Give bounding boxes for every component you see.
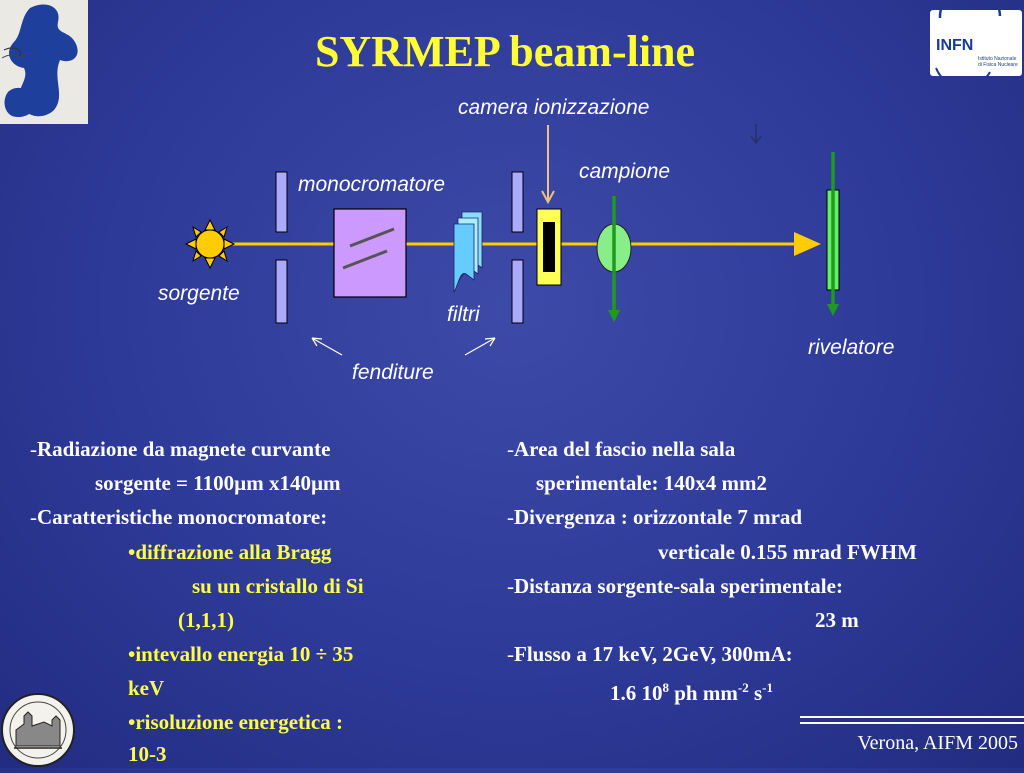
bullet-1-cont: su un cristallo di Si — [192, 574, 364, 598]
right-line-1: Area del fascio nella sala — [514, 437, 736, 461]
artwork-logo — [0, 0, 88, 124]
bullet-3: •risoluzione energetica : — [128, 710, 343, 734]
label-rivelatore: rivelatore — [808, 336, 895, 359]
slit-1-bottom — [275, 259, 288, 324]
left-line-3: Caratteristiche monocromatore: — [37, 505, 328, 529]
ionization-chamber-core — [543, 222, 555, 272]
fenditure-pointer-left — [311, 337, 343, 356]
right-line-1b: sperimentale: 140x4 mm2 — [536, 471, 767, 495]
infn-logo-sub1: Istituto Nazionale — [978, 56, 1017, 62]
left-line-1: Radiazione da magnete curvante — [37, 437, 331, 461]
bullet-2: •intevallo energia 10 ÷ 35 — [128, 642, 354, 666]
fenditure-pointer-right — [464, 337, 496, 356]
label-campione: campione — [579, 160, 671, 183]
infn-logo-sub2: di Fisica Nucleare — [978, 62, 1018, 68]
right-line-3: Distanza sorgente-sala sperimentale: — [514, 574, 843, 598]
left-line-2: sorgente = 1100µm x140µm — [95, 471, 341, 495]
infn-logo-text: INFN — [936, 37, 973, 54]
crystal-2 — [342, 249, 388, 270]
beamline-diagram — [184, 124, 840, 356]
label-fenditure: fenditure — [352, 361, 434, 384]
label-sorgente: sorgente — [158, 282, 240, 305]
bullet-3-cont: 10-3 — [128, 742, 167, 766]
slit-2-top — [511, 171, 524, 233]
footer-text: Verona, AIFM 2005 — [857, 732, 1018, 754]
bullet-1: •diffrazione alla Bragg — [128, 540, 332, 564]
bullet-1-cont-2: (1,1,1) — [178, 608, 234, 632]
bullet-2-cont: keV — [128, 676, 165, 700]
label-camera-ionizzazione: camera ionizzazione — [458, 96, 650, 119]
camera-pointer-head — [541, 190, 555, 205]
right-line-4b: 1.6 108 ph mm-2 s-1 — [610, 680, 773, 705]
filters-icon — [453, 211, 483, 294]
label-filtri: filtri — [447, 303, 480, 326]
right-line-2b: verticale 0.155 mrad FWHM — [658, 540, 917, 564]
right-line-2: Divergenza : orizzontale 7 mrad — [514, 505, 803, 529]
university-seal — [0, 686, 76, 768]
right-line-4: Flusso a 17 keV, 2GeV, 300mA: — [514, 642, 793, 666]
slit-1-top — [275, 171, 288, 233]
slit-2-bottom — [511, 259, 524, 324]
crystal-1 — [349, 227, 395, 248]
right-line-3b: 23 m — [815, 608, 859, 632]
monochromator-box — [333, 208, 407, 298]
slide-title: SYRMEP beam-line — [314, 27, 696, 76]
label-monocromatore: monocromatore — [298, 173, 446, 196]
sun-icon — [184, 218, 236, 270]
footer-rule — [800, 716, 1024, 724]
